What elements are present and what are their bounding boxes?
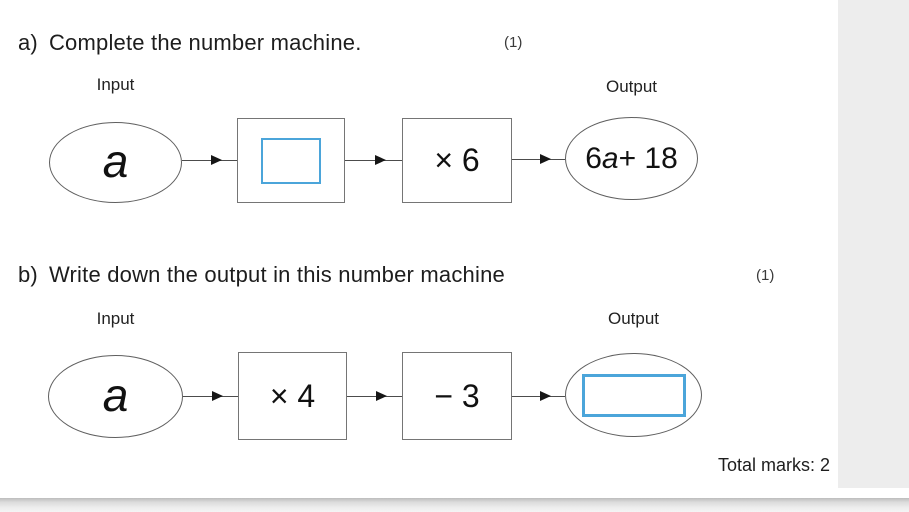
question-a-title: Complete the number machine. [48,30,362,55]
arrowhead-icon [375,391,387,401]
question-b-operation-box-1: × 4 [238,352,347,440]
question-b-input-oval: a [48,355,183,438]
question-b-label: b) [18,262,38,287]
question-a-output-suffix: + 18 [618,141,678,175]
question-b-answer-box[interactable] [581,373,686,417]
arrowhead-icon [374,155,386,165]
question-a-marks-badge: (1) [504,34,523,51]
bottom-edge-bar [0,498,909,512]
question-b-header: b) Write down the output in this number … [18,262,505,288]
question-b-operation-2-value: − 3 [434,377,480,414]
arrowhead-icon [539,391,551,401]
question-a-output-label: Output [605,77,658,96]
arrow-right-icon [512,391,565,401]
question-b-operation-box-2: − 3 [402,352,512,440]
arrow-right-icon [512,154,565,164]
arrowhead-icon [539,154,551,164]
right-gray-panel [838,0,909,488]
question-a-input-variable: a [102,134,129,187]
question-a-output-variable: a [601,141,619,175]
question-b-input-variable: a [102,368,129,421]
question-a-operation-box-1 [237,118,345,203]
question-b-operation-1-value: × 4 [269,377,316,414]
question-a-input-label: Input [96,75,135,94]
arrow-right-icon [347,391,402,401]
arrow-right-icon [182,155,237,165]
question-b-output-label: Output [607,309,660,328]
question-b-output-oval [565,353,702,437]
arrowhead-icon [210,155,222,165]
arrow-right-icon [183,391,238,401]
question-a-input-oval: a [49,122,182,203]
question-a-label: a) [18,30,38,55]
total-marks-text: Total marks: 2 [717,455,830,475]
question-b-title: Write down the output in this number mac… [48,262,505,287]
question-a-header: a) Complete the number machine. [18,30,362,56]
arrow-right-icon [345,155,402,165]
question-b-input-label: Input [96,309,135,328]
question-a-answer-box[interactable] [261,137,321,184]
question-a-operation-box-2: × 6 [402,118,512,203]
question-a-output-prefix: 6 [585,141,602,175]
arrowhead-icon [211,391,223,401]
question-a-operation-2-value: × 6 [434,142,480,178]
question-b-marks-badge: (1) [756,267,775,284]
